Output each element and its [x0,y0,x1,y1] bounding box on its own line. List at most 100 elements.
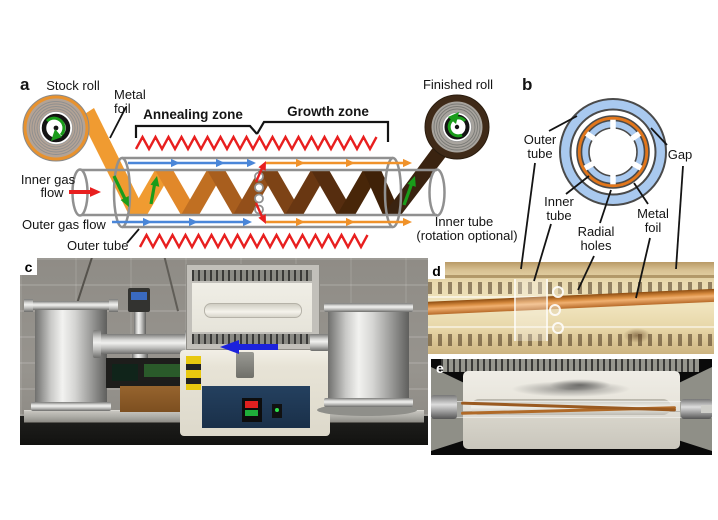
metal-foil-ring [576,115,650,189]
annealing-zone-label: Annealing zone [143,107,243,122]
foil-direction-arrow-entry [112,175,128,202]
finished-roll [424,94,490,160]
metal-foil-label-line2: foil [114,101,131,116]
left-chamber-clamp [24,299,33,312]
cable [163,258,179,312]
right-chamber-bottom-flange [324,398,413,407]
arrowhead [150,176,160,187]
arrowhead [243,217,252,227]
cross-pipe-flange [93,330,101,358]
b-metal-foil-line2: foil [645,220,662,235]
b-inner-tube-line2: tube [546,208,571,223]
foil-direction-arrow-exit [402,182,414,206]
arrowhead [403,217,412,227]
radial-hole-slot [584,131,596,142]
soot-deposit [549,379,611,391]
foil-direction-arrow-inside [149,181,157,205]
b-gap-label: Gap [668,147,693,162]
arrowhead [143,217,152,227]
inner-tube-note-label: (rotation optional) [416,228,517,243]
panel-d-label: d [428,262,445,279]
radial-hole-slots [583,119,643,185]
arrowhead [346,158,355,168]
b-outer-tube-line1: Outer [524,132,557,147]
residue-blob [623,328,651,343]
b-outer-tube-line2: tube [527,146,552,161]
tube-cross-section [559,98,667,206]
power-switch-light [275,408,279,412]
lid-bottom-vent [192,334,312,344]
inner-tube-label: Inner tube [435,214,494,229]
lid-top-vent [192,270,312,281]
metal-foil-helix [80,108,454,215]
heater-coil-bottom [138,232,369,250]
arrowhead [120,196,129,207]
heater-coil-top [134,134,378,152]
mixing-arrow-top [254,165,265,183]
radial-hole-slot [630,131,642,142]
arrowhead [258,161,266,171]
growth-zone-label: Growth zone [287,104,369,119]
panel-e-label: e [436,360,444,376]
setpoint-readout [245,410,258,416]
panel-c-label: c [20,258,37,275]
left-chamber-bottom-flange [31,402,111,411]
instrument-screen [112,364,138,381]
outer-tube-leader [126,228,140,244]
arrowhead [346,217,355,227]
inner-tube-wall-bottom [428,326,714,328]
gap-region [569,108,657,196]
finished-roll-rotation-arrowhead [448,112,459,124]
panel-e-photo: e [431,359,712,455]
reflection-dashes-bottom [428,334,714,346]
inner-gas-label-line2: flow [40,185,64,200]
inner-tube-bore [588,127,638,177]
stock-roll [22,94,90,162]
right-chamber-top-flange [324,303,413,312]
right-chamber-base [317,404,417,416]
metal-foil-leader [109,106,127,139]
tube-end-fitting-left [431,395,457,419]
arrowhead [171,158,180,168]
furnace-latch [236,352,254,378]
radial-hole-bubble [549,304,561,316]
gauge-stem [134,312,146,336]
outer-tube-right-end [383,156,403,229]
finished-roll-label: Finished roll [423,77,493,92]
panel-d-photo: d [428,262,714,354]
inner-tube-left-end [71,168,89,217]
metal-foil-label-line1: Metal [114,87,146,102]
foil-exit-band [383,137,454,215]
outer-gas-flow-label: Outer gas flow [22,217,106,232]
furnace-top-bar [441,359,699,372]
gas-flow-lines [69,161,414,224]
left-chamber-top-flange [31,301,111,310]
left-chamber-body [35,310,107,408]
furnace-warning-labels [186,356,201,390]
foil-entry-band [80,108,147,215]
flow-direction-arrow-head [220,340,239,354]
b-radial-holes-line1: Radial [578,224,615,239]
arrowhead [296,217,305,227]
b-radial-holes-line2: holes [580,238,612,253]
right-chamber-port [310,334,329,351]
cross-pipe-horizontal [98,334,188,354]
gauge-display [131,292,147,300]
arrowheads [90,158,416,227]
outer-tube-left-end [112,156,132,229]
panel-b-label: b [522,75,532,94]
support-rod [701,405,712,413]
radial-hole-bubble [552,286,564,298]
outer-tube-wall-top [428,275,714,278]
arrowhead [403,158,412,168]
arrowhead [258,214,266,224]
growth-zone-bracket [256,120,390,142]
radial-hole-slot [631,161,643,171]
arrowhead [407,176,416,187]
outer-tube-label: Outer tube [67,238,128,253]
arrowhead [247,158,256,168]
temperature-readout [245,401,258,408]
flow-direction-arrow-bar [238,344,278,350]
circuit-board [144,364,184,377]
